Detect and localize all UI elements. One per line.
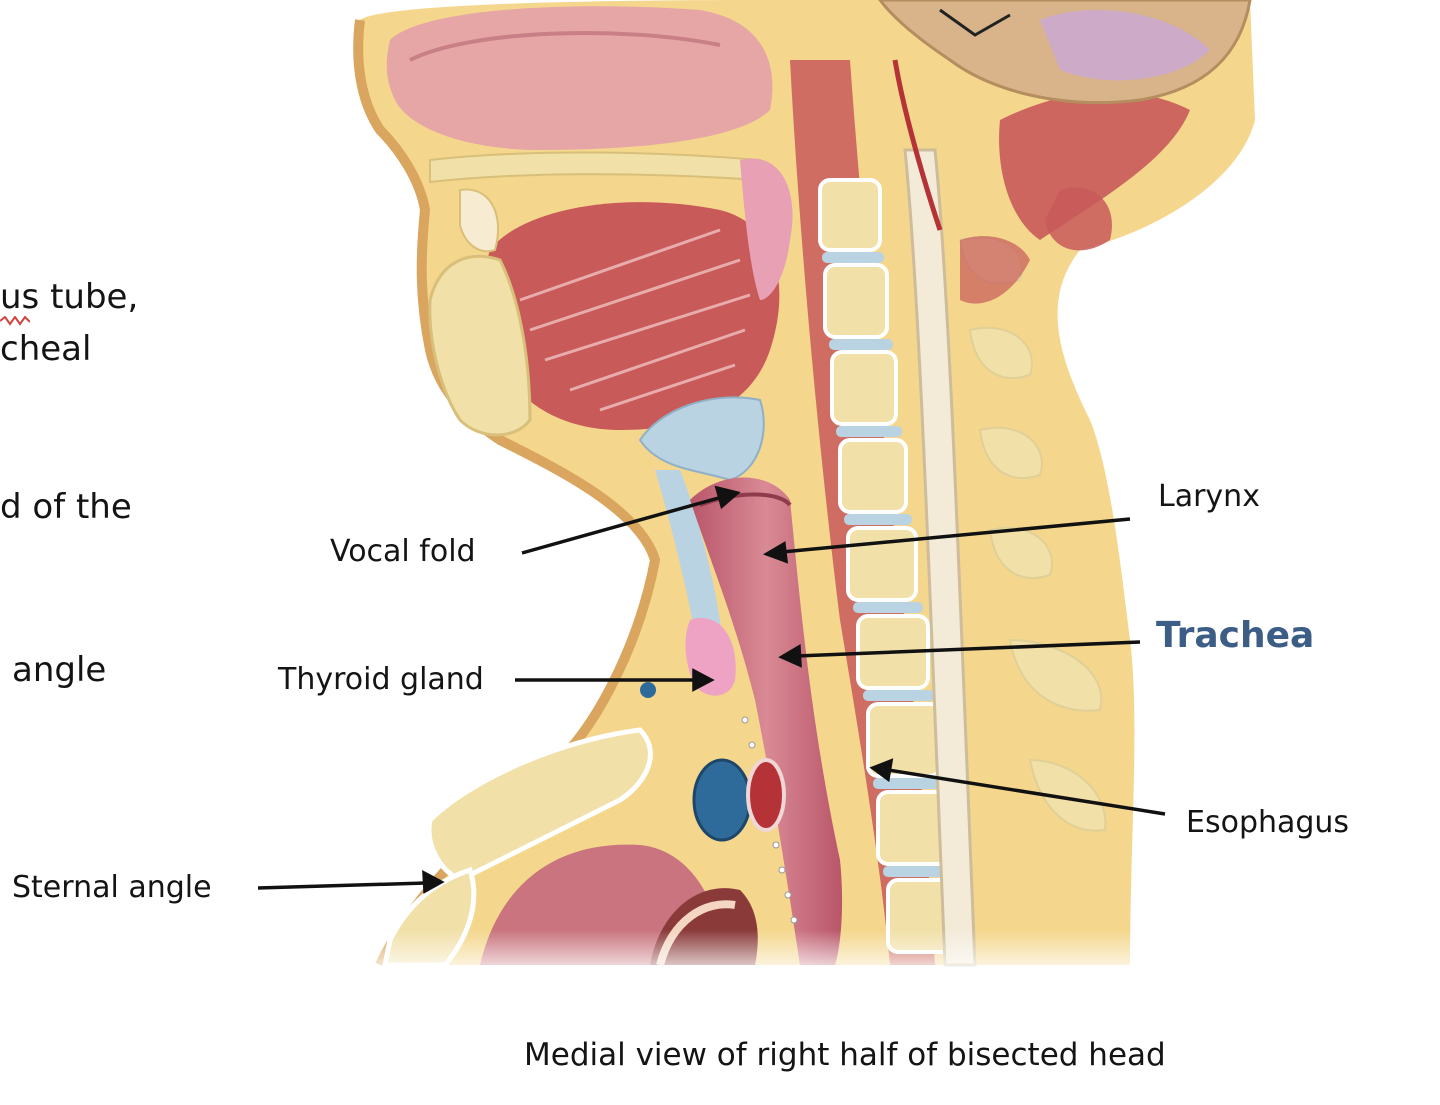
epiglottis (638, 396, 765, 482)
tongue (484, 202, 780, 430)
label-esophagus: Esophagus (1186, 805, 1350, 840)
vertebral-column (818, 178, 966, 954)
posterior-neck-muscle (999, 91, 1190, 241)
spellcheck-squiggle (0, 316, 30, 326)
label-thyroid-gland: Thyroid gland (278, 662, 484, 697)
brachiocephalic-vein (692, 758, 752, 842)
label-larynx: Larynx (1158, 479, 1260, 514)
airway (690, 477, 843, 965)
label-sternal-angle: Sternal angle (12, 870, 212, 905)
hyoid-cartilage (655, 470, 725, 660)
figure-caption: Medial view of right half of bisected he… (524, 1037, 1166, 1073)
text-fragment-3: d of the (0, 487, 132, 527)
text-fragment-4: angle (12, 650, 107, 690)
text-fragment-2: cheal (0, 329, 92, 369)
label-vocal-fold: Vocal fold (330, 534, 476, 569)
label-trachea: Trachea (1156, 615, 1315, 656)
soft-palate (740, 158, 793, 300)
nasal-cavity (386, 6, 773, 150)
artery (746, 758, 786, 832)
mandible (428, 254, 532, 437)
text-fragment-1: us tube, (0, 277, 139, 317)
leader-arrows (257, 485, 1166, 894)
